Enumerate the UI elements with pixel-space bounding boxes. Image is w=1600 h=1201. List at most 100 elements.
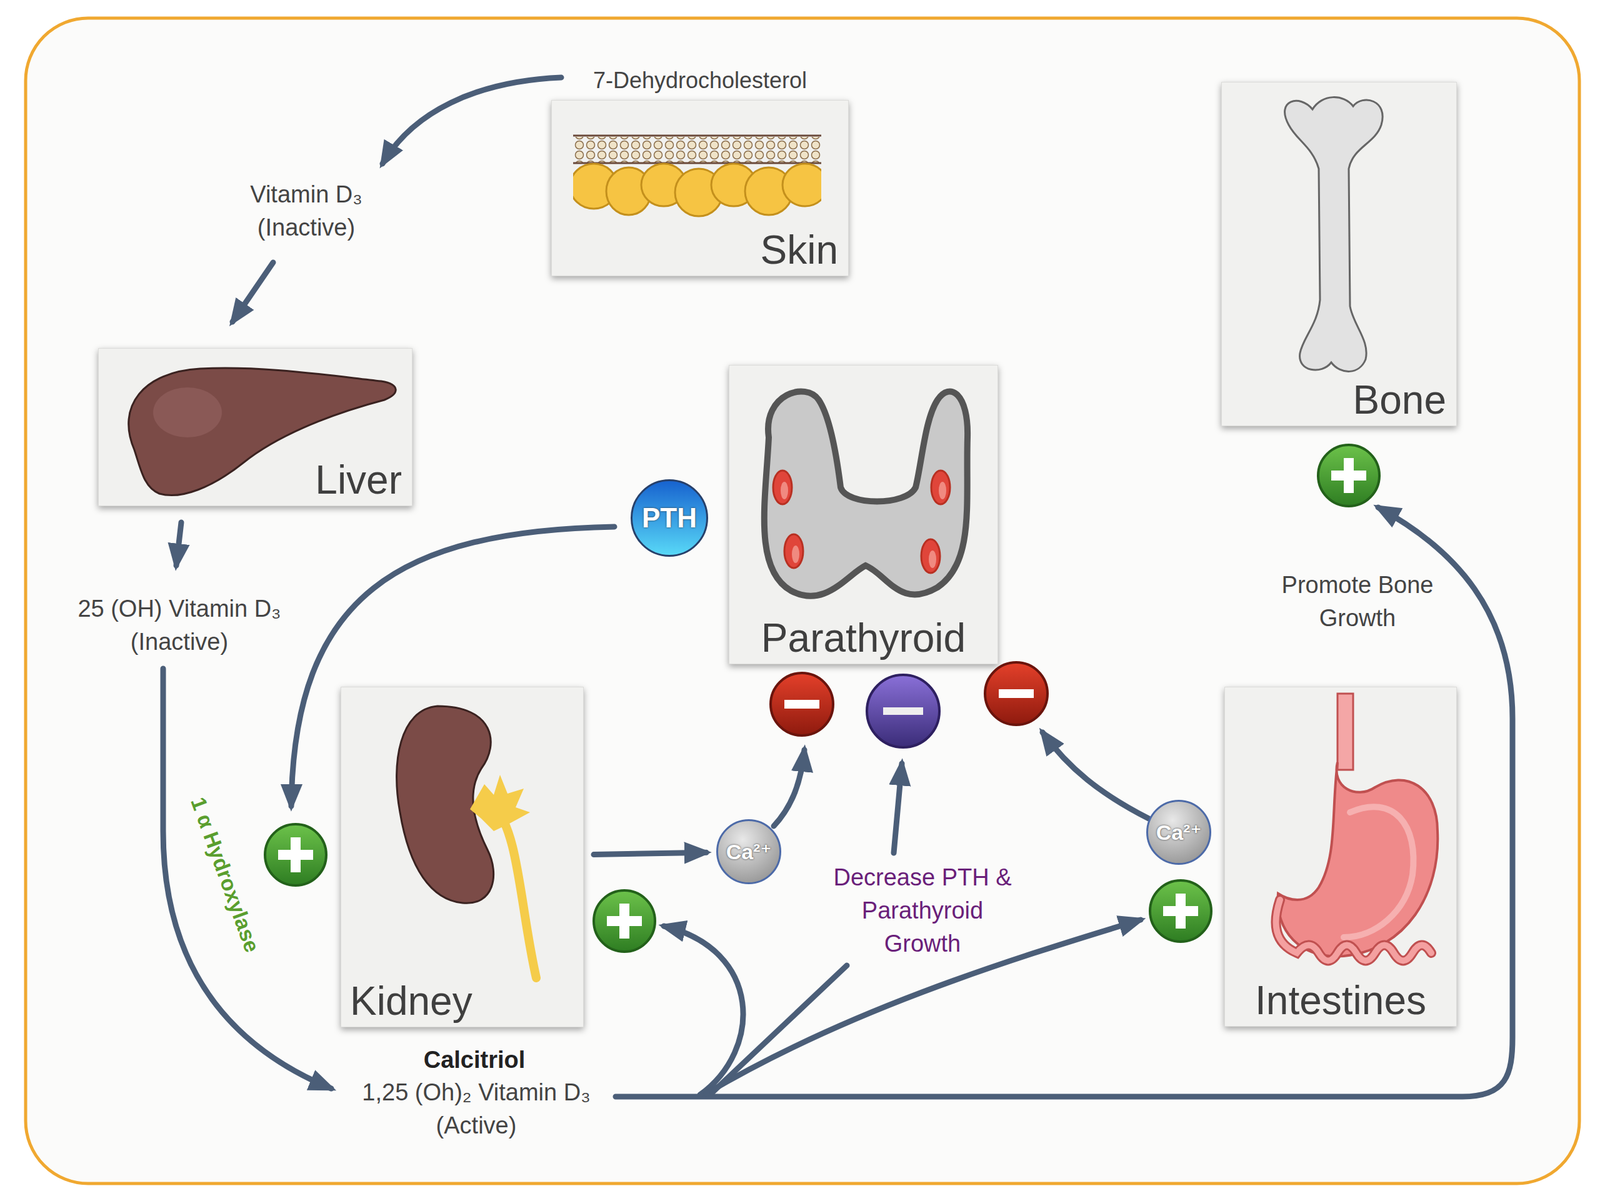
skin-illustration <box>573 136 822 164</box>
skin-illustration <box>573 135 822 137</box>
parathyroid-illustration <box>784 534 804 569</box>
flow-arrow <box>1042 732 1149 819</box>
hormone-name: Calcitriol <box>380 1043 569 1077</box>
flow-arrow <box>232 262 274 322</box>
intestine-illustration <box>1278 762 1439 957</box>
plus-symbol <box>278 850 314 860</box>
parathyroid-illustration <box>931 470 950 505</box>
flow-arrow <box>176 522 182 566</box>
plus-symbol <box>1331 470 1367 481</box>
panel-title: Skin <box>760 228 839 272</box>
minus-symbol <box>770 673 834 736</box>
bone-panel: Bone <box>1221 81 1457 427</box>
minus-symbol <box>866 675 940 748</box>
skin-illustration <box>641 163 687 207</box>
plus-symbol <box>265 824 327 886</box>
badge-text: Ca²⁺ <box>1156 820 1202 845</box>
bone-illustration <box>1285 97 1384 372</box>
hormone-badge: PTH <box>630 479 709 557</box>
panel-title: Intestines <box>1225 978 1457 1023</box>
flow-arrow <box>893 763 902 854</box>
plus-symbol <box>1318 445 1380 507</box>
flow-arrow <box>382 77 562 164</box>
plus-symbol <box>1163 906 1199 917</box>
panel-title: Bone <box>1353 378 1447 422</box>
intestine-illustration <box>1275 693 1438 962</box>
skin-illustration <box>675 168 723 217</box>
flow-arrow <box>163 668 332 1089</box>
intestine-illustration <box>1337 693 1354 770</box>
intestine-illustration <box>1275 900 1432 962</box>
parathyroid-illustration <box>773 470 792 505</box>
intestines-panel: Intestines <box>1224 686 1457 1027</box>
effect-note: Decrease PTH & Parathyroid Growth <box>831 861 1014 962</box>
skin-panel: Skin <box>551 100 849 277</box>
ion-badge: Ca²⁺ <box>1146 800 1212 865</box>
ion-badge: Ca²⁺ <box>716 819 782 885</box>
plus-symbol <box>1318 445 1380 507</box>
plus-symbol <box>593 890 655 952</box>
compound-label: Vitamin D₃ (Inactive) <box>231 178 382 245</box>
parathyroid-illustration <box>938 481 947 500</box>
plus-symbol <box>1150 880 1212 942</box>
flow-arrow <box>593 852 707 855</box>
minus-symbol <box>985 662 1048 725</box>
parathyroid-illustration <box>764 391 968 597</box>
parathyroid-panel: Parathyroid <box>728 365 999 665</box>
intestine-illustration <box>1275 900 1432 962</box>
skin-illustration <box>782 163 822 207</box>
plus-symbol <box>265 824 327 886</box>
kidney-illustration <box>396 706 494 904</box>
plus-symbol <box>1150 880 1212 942</box>
compound-label: 25 (OH) Vitamin D₃ (Inactive) <box>48 592 311 659</box>
liver-panel: Liver <box>98 348 413 507</box>
skin-illustration <box>573 162 822 165</box>
liver-illustration <box>128 368 396 496</box>
kidney-illustration <box>493 806 537 979</box>
plus-symbol <box>1343 458 1354 494</box>
minus-symbol <box>883 707 924 715</box>
outer-frame <box>25 18 1580 1184</box>
parathyroid-illustration <box>764 391 968 597</box>
intestine-illustration <box>1343 806 1414 938</box>
flow-arrow <box>663 926 744 1095</box>
plus-symbol <box>606 916 642 927</box>
compound-label: 1,25 (Oh)₂ Vitamin D₃ (Active) <box>332 1076 620 1143</box>
precursor-label: 7-Dehydrocholesterol <box>562 65 838 97</box>
parathyroid-illustration <box>791 545 800 564</box>
panel-title: Kidney <box>350 979 473 1024</box>
flow-arrow <box>163 77 1513 1097</box>
minus-symbol <box>784 700 820 709</box>
kidney-illustration <box>470 775 530 832</box>
minus-symbol <box>770 673 834 736</box>
minus-symbol <box>985 662 1048 725</box>
skin-illustration <box>573 163 618 209</box>
plus-symbol <box>265 445 1380 952</box>
plus-symbol <box>619 903 630 939</box>
badge-text: PTH <box>641 502 697 534</box>
plus-symbol <box>1175 893 1186 929</box>
liver-illustration <box>128 368 396 496</box>
skin-illustration <box>573 135 822 217</box>
plus-symbol <box>290 837 301 873</box>
kidney-panel: Kidney <box>340 686 584 1028</box>
parathyroid-illustration <box>780 481 789 500</box>
flow-arrow <box>712 965 847 1093</box>
panel-title: Liver <box>315 458 402 502</box>
flow-arrow <box>773 750 805 827</box>
liver-illustration <box>153 387 222 438</box>
minus-symbol <box>866 675 940 748</box>
bone-illustration <box>1285 97 1384 372</box>
parathyroid-illustration <box>921 539 940 574</box>
parathyroid-illustration <box>928 550 937 569</box>
badge-text: Ca²⁺ <box>726 839 772 865</box>
enzyme-label: 1 α Hydroxylase <box>183 793 267 957</box>
kidney-illustration <box>396 706 537 979</box>
minus-symbol <box>770 662 1048 748</box>
plus-symbol <box>593 890 655 952</box>
skin-illustration <box>606 167 652 215</box>
skin-illustration <box>745 167 793 215</box>
panel-title: Parathyroid <box>729 616 998 660</box>
